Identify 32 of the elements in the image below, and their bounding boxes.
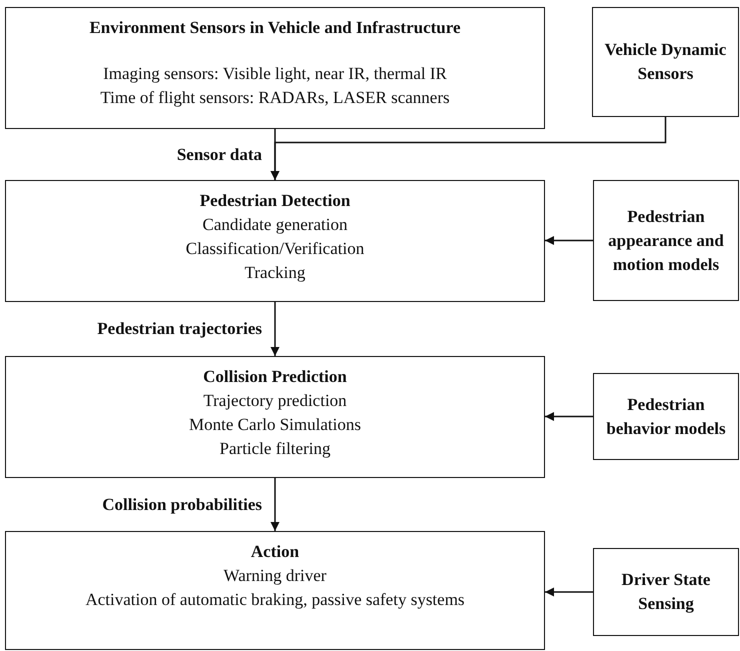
box-text: Candidate generation — [202, 214, 348, 236]
box-text: Trajectory prediction — [203, 390, 347, 412]
box-text: Classification/Verification — [186, 238, 364, 260]
box-heading: Action — [250, 541, 300, 563]
arrow — [545, 412, 593, 421]
input-box — [592, 7, 739, 117]
input-box — [593, 180, 739, 301]
process-box — [5, 356, 545, 478]
box-label: Pedestrian appearance and motion models — [607, 206, 725, 276]
box-text: Activation of automatic braking, passive safety systems — [85, 589, 465, 611]
arrow — [270, 478, 280, 531]
input-box — [593, 548, 739, 636]
process-box — [5, 7, 545, 129]
arrow — [545, 588, 593, 596]
arrow — [270, 302, 280, 356]
box-heading: Collision Prediction — [203, 366, 347, 388]
arrow — [270, 117, 666, 180]
box-heading: Pedestrian Detection — [200, 190, 350, 212]
box-label: Vehicle Dynamic Sensors — [604, 39, 728, 85]
box-heading: Environment Sensors in Vehicle and Infrastructure — [89, 17, 461, 39]
box-text: Particle filtering — [220, 438, 330, 460]
box-text: Tracking — [244, 262, 306, 284]
box-text: Time of flight sensors: RADARs, LASER scanners — [100, 87, 450, 109]
arrow — [545, 236, 593, 245]
process-box — [5, 531, 545, 650]
box-label: Driver State Sensing — [620, 569, 712, 615]
box-text: Imaging sensors: Visible light, near IR, thermal IR — [103, 63, 447, 85]
box-text: Monte Carlo Simulations — [189, 414, 361, 436]
box-text: Warning driver — [224, 565, 326, 587]
box-label: Pedestrian behavior models — [605, 394, 727, 440]
input-box — [593, 373, 739, 460]
process-box — [5, 180, 545, 302]
